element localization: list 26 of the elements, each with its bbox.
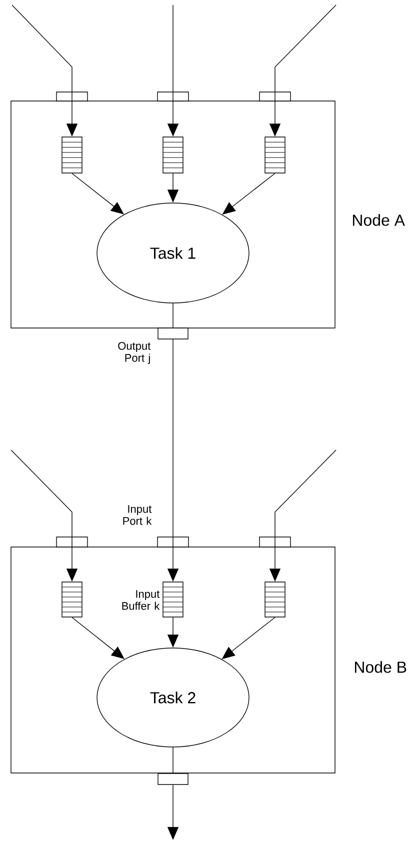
buffer-queue (62, 136, 82, 174)
side-label: Input Port k (123, 505, 152, 525)
buffer-queue (264, 582, 286, 618)
node-label: Node B (354, 661, 406, 673)
port-box (56, 92, 88, 102)
port-box (158, 773, 188, 785)
side-label: Output Port j (118, 342, 151, 364)
side-label: Input Buffer k (122, 590, 160, 610)
buffer-queue (62, 582, 82, 618)
buffer-queue (264, 136, 286, 174)
port-box (157, 92, 189, 102)
connector (72, 617, 124, 659)
connector (10, 450, 72, 537)
node-label: Node A (352, 214, 405, 226)
connector (72, 173, 124, 214)
connector (172, 747, 174, 774)
port-box (259, 92, 291, 102)
port-box (56, 536, 88, 548)
buffer-queue (162, 136, 184, 174)
connector (172, 4, 174, 92)
connector (274, 4, 336, 92)
connector (172, 303, 174, 328)
port-box (259, 536, 291, 548)
connector (172, 339, 174, 537)
connector (274, 450, 336, 537)
connector (12, 4, 72, 92)
